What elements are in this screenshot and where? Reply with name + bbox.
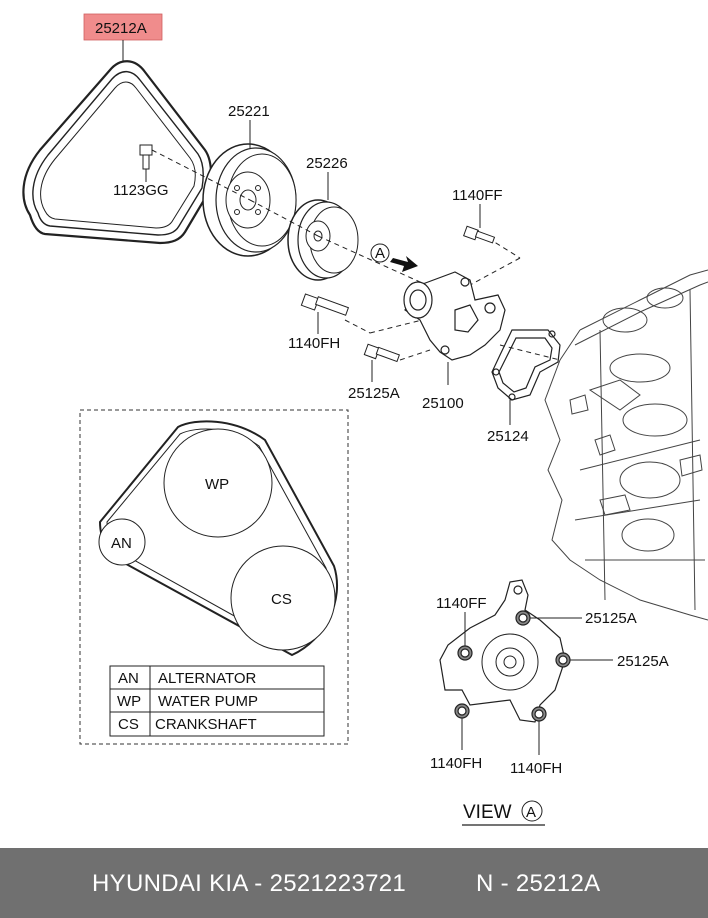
view-a-marker-label: A [375, 245, 385, 262]
view-a-marker[interactable] [370, 243, 390, 263]
gasket-label: 25124 [487, 428, 529, 445]
footer-oem-number: N - 25212A [476, 870, 601, 897]
legend-name-wp: WATER PUMP [158, 693, 258, 710]
routing-pulley-an[interactable] [98, 518, 146, 566]
routing-cs-label: CS [271, 591, 292, 608]
view-tr-label: 25125A [585, 610, 637, 627]
view-caption: VIEW [463, 802, 512, 823]
view-direction-arrow [390, 256, 418, 272]
engine-block [544, 269, 708, 621]
view-caption-marker [521, 800, 543, 822]
belt-routing-diagram: WP AN CS [98, 420, 339, 657]
view-br-label: 1140FH [510, 760, 562, 777]
view-tl-label: 1140FF [436, 595, 487, 612]
legend-name-cs: CRANKSHAFT [155, 716, 257, 733]
legend-code-wp: WP [117, 693, 141, 710]
legend-code-an: AN [118, 670, 139, 687]
pump-pulley-label: 25226 [306, 155, 348, 172]
footer-bar: HYUNDAI KIA - 2521223721 N - 25212A [0, 848, 708, 918]
footer-part-number: HYUNDAI KIA - 2521223721 [92, 870, 407, 897]
view-a-detail[interactable] [439, 579, 566, 723]
view-a-leaders [461, 612, 613, 755]
routing-pulley-cs[interactable] [230, 545, 336, 651]
view-bl-label: 1140FH [430, 755, 482, 772]
drive-belt[interactable] [22, 60, 213, 245]
crank-pulley-label: 25221 [228, 103, 270, 120]
bolt-1140ff[interactable] [463, 225, 496, 244]
water-pump-label: 25100 [422, 395, 464, 412]
parts-diagram: 25212A 1123GG 25221 25226 [22, 13, 708, 826]
routing-an-label: AN [111, 535, 132, 552]
bolt-1140fh-label: 1140FH [288, 335, 340, 352]
water-pump[interactable] [403, 271, 506, 361]
routing-wp-label: WP [205, 476, 229, 493]
legend-name-an: ALTERNATOR [158, 670, 257, 687]
view-caption-ref: A [526, 804, 536, 821]
crankshaft-pulley[interactable] [202, 143, 297, 257]
belt-callout-label: 25212A [95, 20, 147, 37]
legend-table: AN ALTERNATOR WP WATER PUMP CS CRANKSHAF… [109, 665, 325, 737]
legend-code-cs: CS [118, 716, 139, 733]
bolt-25125a[interactable] [363, 343, 401, 363]
bolt-1140ff-label: 1140FF [452, 187, 503, 204]
water-pump-pulley[interactable] [287, 199, 359, 281]
gasket[interactable] [491, 329, 561, 401]
view-a-bolt-holes [454, 610, 571, 722]
view-r-label: 25125A [617, 653, 669, 670]
routing-panel [79, 409, 349, 745]
bolt-1140fh[interactable] [300, 293, 350, 316]
crank-bolt-label: 1123GG [113, 182, 169, 199]
belt-callout-highlight[interactable] [83, 13, 163, 41]
bolt-25125a-label: 25125A [348, 385, 400, 402]
crank-bolt[interactable] [139, 144, 153, 170]
routing-pulley-wp[interactable] [163, 428, 273, 538]
